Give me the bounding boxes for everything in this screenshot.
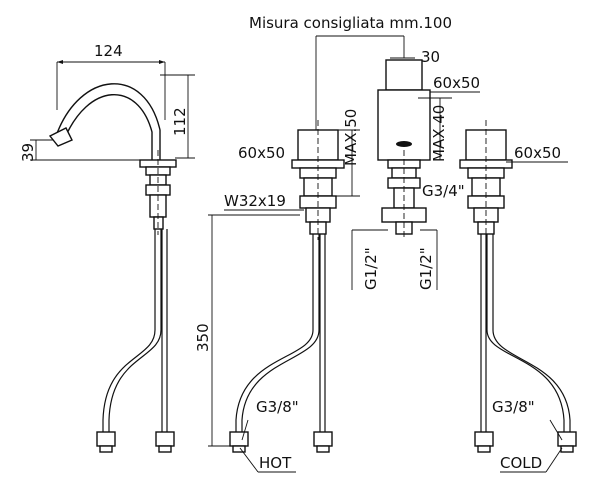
dim-body-60x50: 60x50 [433,74,480,92]
dim-thread-g34: G3/4" [422,182,465,200]
dim-hose-left-g38: G3/8" [256,398,299,416]
label-hot: HOT [259,454,292,472]
dim-handle-left-60x50: 60x50 [238,144,285,162]
dim-spout-reach: 124 [94,42,123,60]
dim-spout-tip: 39 [19,143,37,162]
dim-max-50: MAX.50 [342,109,360,166]
dim-hose-right-g38: G3/8" [492,398,535,416]
dim-thread-g12-right: G1/2" [417,247,435,290]
dim-hose-length-350: 350 [194,323,212,352]
label-cold: COLD [500,454,542,472]
drawing-title: Misura consigliata mm.100 [249,14,452,32]
spout-side-view: 124 112 39 [19,42,195,453]
dim-nut-w32x19: W32x19 [224,192,286,210]
dim-handle-right-60x50: 60x50 [514,144,561,162]
front-view: Misura consigliata mm.100 30 60x50 MAX.4… [194,14,577,473]
dim-spacing-30: 30 [421,48,440,66]
dim-thread-g12-left: G1/2" [362,247,380,290]
dim-max-40: MAX.40 [430,105,448,162]
dim-spout-height: 112 [171,107,189,136]
